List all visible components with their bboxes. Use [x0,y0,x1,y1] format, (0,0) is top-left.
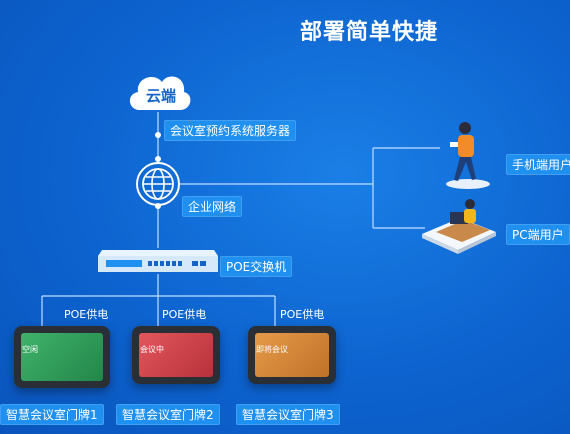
tablet-screen [21,333,103,381]
tablet-status: 空闲 [22,345,38,354]
tablet-status: 会议中 [140,345,164,354]
globe-icon [136,162,180,206]
node-dot [155,156,161,162]
door-sign-tablet-1: 空闲 [14,326,110,388]
door-sign-tablet-3: 即将会议 [248,326,336,384]
mobile-user-illustration [446,122,490,189]
door-sign-tablet-2: 会议中 [132,326,220,384]
pc-user-illustration [422,199,496,254]
switch-icon [98,250,218,272]
network-label: 企业网络 [182,196,243,217]
page-title: 部署简单快捷 [300,20,439,45]
node-dot [155,132,161,138]
server-label: 会议室预约系统服务器 [164,120,297,141]
mobile-user-label: 手机端用户 [506,154,570,175]
tablet-label-2: 智慧会议室门牌2 [116,404,220,425]
pc-user-label: PC端用户 [506,224,570,245]
cloud-label: 云端 [146,87,177,105]
tablet-label-1: 智慧会议室门牌1 [0,404,104,425]
tablet-status: 即将会议 [256,345,288,354]
cloud-icon [129,76,191,110]
poe-label-3: POE供电 [280,308,325,321]
poe-label-1: POE供电 [64,308,109,321]
tablet-screen [255,333,329,377]
tablet-screen [139,333,213,377]
poe-label-2: POE供电 [162,308,207,321]
switch-label: POE交换机 [220,256,293,277]
tablet-label-3: 智慧会议室门牌3 [236,404,340,425]
